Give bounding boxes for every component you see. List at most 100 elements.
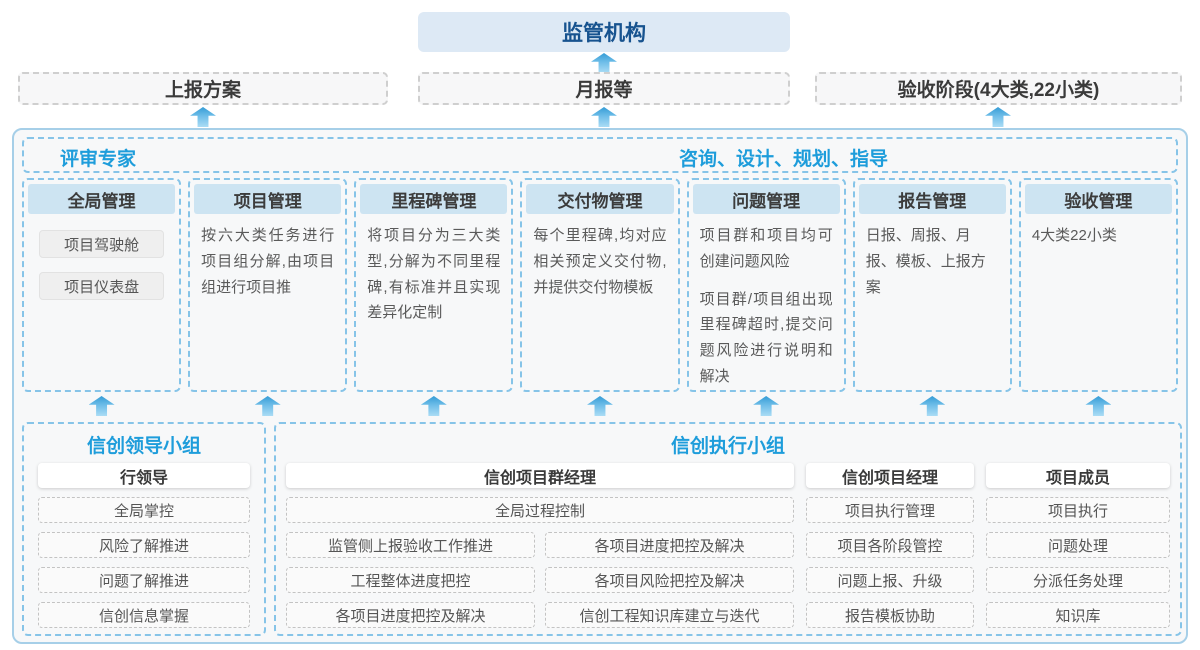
role-bank-leader: 行领导 (38, 463, 250, 488)
column-body: 项目驾驶舱 项目仪表盘 (28, 214, 175, 300)
column-title: 报告管理 (898, 191, 967, 211)
up-arrow-icon (88, 396, 115, 416)
experts-guidance-bar: 评审专家 咨询、设计、规划、指导 (22, 137, 1178, 173)
arrow-slot (853, 396, 1012, 416)
duty-item: 信创工程知识库建立与迭代 (545, 602, 794, 628)
up-arrow-icon (753, 396, 780, 416)
duty-item: 问题上报、升级 (806, 567, 974, 593)
column-acceptance-management: 验收管理 4大类22小类 (1018, 178, 1178, 392)
duty-label: 各项目进度把控及解决 (335, 607, 486, 625)
column-body: 项目群和项目均可创建问题风险 项目群/项目组出现里程碑超时,提交问题风险进行说明… (693, 214, 840, 390)
duty-grid-left: 监管侧上报验收工作推进 工程整体进度把控 各项目进度把控及解决 (286, 523, 535, 628)
column-title: 交付物管理 (557, 191, 643, 211)
duty-item: 各项目风险把控及解决 (545, 567, 794, 593)
column-description: 项目群和项目均可创建问题风险 (699, 227, 833, 270)
leadership-group: 信创领导小组 行领导 全局掌控 风险了解推进 问题了解推进 信创信息掌握 (22, 422, 266, 636)
duty-label: 项目执行 (1047, 502, 1108, 520)
column-title: 全局管理 (67, 191, 136, 211)
leadership-group-title: 信创领导小组 (86, 436, 201, 457)
up-arrow-icon (591, 53, 617, 73)
execution-group: 信创执行小组 信创项目群经理 全局过程控制 监管侧上报验收工作推进 工程整体进度… (274, 422, 1182, 636)
project-member-column: 项目成员 项目执行 问题处理 分派任务处理 知识库 (986, 463, 1170, 628)
column-header: 验收管理 (1024, 184, 1172, 214)
duty-label: 分派任务处理 (1032, 572, 1123, 590)
duty-item: 报告模板协助 (806, 602, 974, 628)
feature-pill-cockpit: 项目驾驶舱 (39, 230, 165, 258)
duty-item: 监管侧上报验收工作推进 (286, 532, 535, 558)
arrow-slot (354, 396, 513, 416)
duty-item: 分派任务处理 (986, 567, 1170, 593)
duty-label: 项目执行管理 (844, 502, 935, 520)
up-arrow-icon (985, 107, 1011, 127)
leadership-group-body: 行领导 全局掌控 风险了解推进 问题了解推进 信创信息掌握 (24, 463, 264, 628)
pill-label: 项目驾驶舱 (64, 236, 140, 254)
platform-container: 评审专家 咨询、设计、规划、指导 全局管理 项目驾驶舱 项目仪表盘 (12, 128, 1188, 644)
duty-item: 各项目进度把控及解决 (286, 602, 535, 628)
regulator-label: 监管机构 (562, 22, 646, 45)
program-manager-duty-grid: 监管侧上报验收工作推进 工程整体进度把控 各项目进度把控及解决 各项目进度把控及… (286, 523, 794, 628)
duty-label: 问题了解推进 (98, 572, 189, 590)
pill-label: 项目仪表盘 (64, 278, 140, 296)
up-arrow-icon (1085, 396, 1112, 416)
role-label: 信创项目群经理 (483, 469, 596, 487)
duty-label: 工程整体进度把控 (350, 572, 471, 590)
column-milestone-management: 里程碑管理 将项目分为三大类型,分解为不同里程碑,有标准并且实现差异化定制 (354, 178, 514, 392)
column-header: 报告管理 (858, 184, 1006, 214)
column-header: 交付物管理 (526, 184, 674, 214)
duty-item: 项目各阶段管控 (806, 532, 974, 558)
duty-label: 风险了解推进 (98, 537, 189, 555)
duty-label: 全局过程控制 (494, 502, 585, 520)
channel-acceptance-phase: 验收阶段(4大类,22小类) (815, 72, 1182, 105)
management-columns: 全局管理 项目驾驶舱 项目仪表盘 项目管理 按六大类任务进行项目组分解,由项目组… (22, 178, 1178, 392)
column-description: 每个里程碑,均对应相关预定义交付物,并提供交付物模板 (533, 227, 667, 296)
column-header: 全局管理 (28, 184, 176, 214)
duty-label: 信创工程知识库建立与迭代 (579, 607, 760, 625)
role-program-manager: 信创项目群经理 (286, 463, 794, 488)
up-arrow-icon (919, 396, 946, 416)
column-body: 每个里程碑,均对应相关预定义交付物,并提供交付物模板 (526, 214, 673, 300)
arrow-slot (188, 396, 347, 416)
channel-label: 上报方案 (164, 80, 241, 101)
channel-monthly-report: 月报等 (418, 72, 790, 105)
duty-grid-right: 各项目进度把控及解决 各项目风险把控及解决 信创工程知识库建立与迭代 (545, 523, 794, 628)
duty-label: 信创信息掌握 (98, 607, 189, 625)
column-title: 项目管理 (233, 191, 302, 211)
column-title: 问题管理 (732, 191, 801, 211)
duty-item: 项目执行管理 (806, 497, 974, 523)
role-label: 行领导 (119, 469, 168, 487)
column-header: 问题管理 (692, 184, 840, 214)
column-title: 验收管理 (1064, 191, 1133, 211)
column-project-management: 项目管理 按六大类任务进行项目组分解,由项目组进行项目推 (188, 178, 348, 392)
column-title: 里程碑管理 (391, 191, 477, 211)
duty-item: 项目执行 (986, 497, 1170, 523)
project-manager-column: 信创项目经理 项目执行管理 项目各阶段管控 问题上报、升级 报告模板协助 (806, 463, 974, 628)
column-body: 日报、周报、月报、模板、上报方案 (859, 214, 1006, 300)
duty-item: 工程整体进度把控 (286, 567, 535, 593)
duty-label: 项目各阶段管控 (837, 537, 943, 555)
column-body: 将项目分为三大类型,分解为不同里程碑,有标准并且实现差异化定制 (360, 214, 507, 326)
channel-report-plan: 上报方案 (18, 72, 388, 105)
channel-label: 验收阶段(4大类,22小类) (897, 80, 1100, 101)
up-arrow-icon (190, 107, 216, 127)
duty-label: 问题处理 (1047, 537, 1108, 555)
feature-pill-dashboard: 项目仪表盘 (39, 272, 165, 300)
duty-label: 报告模板协助 (844, 607, 935, 625)
column-description: 将项目分为三大类型,分解为不同里程碑,有标准并且实现差异化定制 (367, 227, 501, 322)
arrow-slot (22, 396, 181, 416)
up-arrow-icon (586, 396, 613, 416)
column-report-management: 报告管理 日报、周报、月报、模板、上报方案 (852, 178, 1012, 392)
column-issue-management: 问题管理 项目群和项目均可创建问题风险 项目群/项目组出现里程碑超时,提交问题风… (686, 178, 846, 392)
review-experts-label: 评审专家 (60, 149, 137, 170)
duty-item: 知识库 (986, 602, 1170, 628)
column-global-management: 全局管理 项目驾驶舱 项目仪表盘 (22, 178, 182, 392)
duty-label: 全局掌控 (113, 502, 174, 520)
program-manager-column: 信创项目群经理 全局过程控制 监管侧上报验收工作推进 工程整体进度把控 各项目进… (286, 463, 794, 628)
execution-group-title: 信创执行小组 (670, 436, 785, 457)
duty-item: 信创信息掌握 (38, 602, 250, 628)
column-header: 项目管理 (194, 184, 342, 214)
duty-item: 风险了解推进 (38, 532, 250, 558)
arrow-slot (687, 396, 846, 416)
up-arrow-icon (254, 396, 281, 416)
duty-item: 各项目进度把控及解决 (545, 532, 794, 558)
